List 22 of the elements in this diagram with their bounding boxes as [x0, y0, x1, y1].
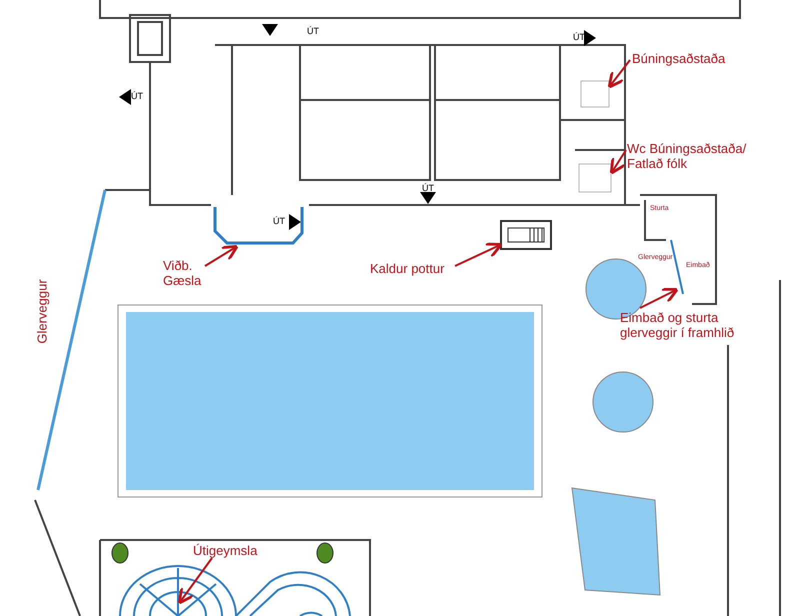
wall-label: Glerveggur [36, 279, 49, 344]
callout-text: Kaldur pottur [370, 261, 460, 276]
leader-arrow [454, 242, 503, 267]
accessible-wc-room [578, 163, 612, 193]
callout-text: Eimbað og sturta glerveggir í framhlið [620, 310, 760, 340]
leader-arrow [640, 288, 679, 309]
leader-arrow [610, 149, 627, 175]
changing-room [580, 80, 610, 108]
leader-arrow [608, 59, 631, 88]
exit-label: ÚT [573, 33, 585, 42]
exit-label: ÚT [131, 92, 143, 101]
cold-plunge-tub [500, 220, 552, 250]
exit-label: ÚT [273, 217, 285, 226]
callout-text: Útigeymsla [193, 543, 273, 558]
leader-arrow [178, 557, 213, 605]
callout-text: Wc Búningsaðstaða/ Fatlað fólk [627, 141, 749, 171]
exit-label: ÚT [307, 27, 319, 36]
callout-text: Viðb. Gæsla [163, 258, 213, 288]
callout-text: Búningsaðstaða [632, 51, 742, 66]
exit-label: ÚT [422, 184, 434, 193]
leader-arrow [204, 244, 239, 267]
glass-extension-wall [213, 205, 305, 247]
